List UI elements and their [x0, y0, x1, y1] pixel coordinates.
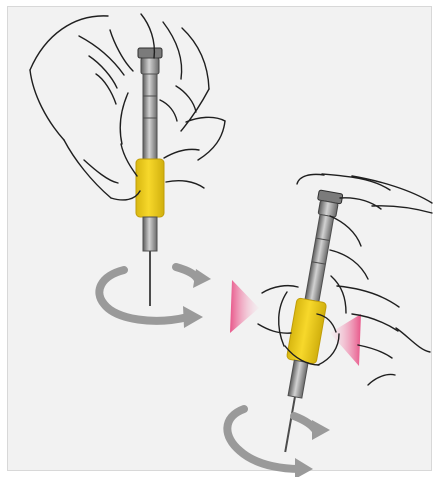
- screwdriver-left: [136, 48, 164, 306]
- screwdriver-right: [270, 189, 345, 454]
- right-illustration: [227, 174, 432, 477]
- left-hand-outline: [30, 14, 225, 200]
- rotation-arrow-icon-right: [227, 409, 330, 477]
- right-hand-outline: [258, 174, 432, 385]
- left-illustration: [30, 14, 225, 328]
- rotation-arrow-icon: [99, 267, 211, 328]
